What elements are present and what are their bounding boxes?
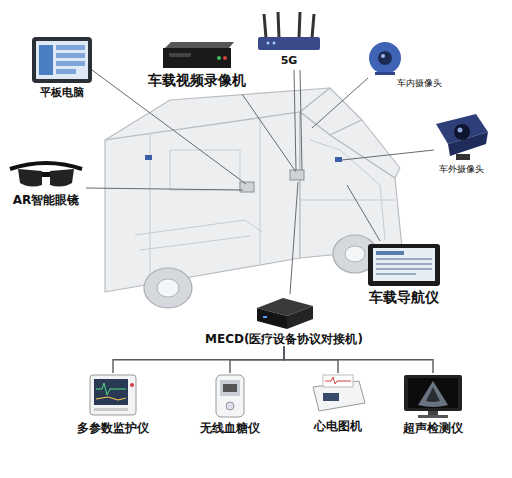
device-icon: [214, 373, 246, 419]
device-node: 5G: [256, 12, 322, 67]
device-node: 车外摄像头: [432, 110, 490, 175]
device-node: 车内摄像头: [363, 38, 442, 89]
device-node: MECD(医疗设备协议对接机): [205, 296, 363, 346]
tree-connector: [113, 346, 284, 373]
tree-connector: [230, 346, 284, 373]
device-label: 心电图机: [314, 419, 362, 433]
device-icon: [253, 296, 315, 330]
device-icon: [31, 36, 93, 84]
device-icon: [400, 373, 466, 419]
device-label: 多参数监护仪: [77, 421, 149, 435]
device-label: 车内摄像头: [363, 78, 442, 89]
device-label: 5G: [281, 54, 298, 67]
device-label: AR智能眼镜: [13, 193, 80, 207]
device-node: 超声检测仪: [400, 373, 466, 435]
device-label: 无线血糖仪: [200, 421, 260, 435]
device-icon: [367, 243, 441, 287]
device-node: 平板电脑: [31, 36, 93, 99]
device-node: 无线血糖仪: [200, 373, 260, 435]
tree-connector: [284, 346, 433, 373]
device-icon: [8, 155, 84, 191]
device-label: 车载视频录像机: [148, 72, 246, 89]
device-label: 超声检测仪: [403, 421, 463, 435]
device-icon: [309, 373, 367, 417]
device-icon: [159, 40, 235, 70]
device-label: MECD(医疗设备协议对接机): [205, 332, 363, 346]
device-node: 车载导航仪: [367, 243, 441, 306]
device-node: 车载视频录像机: [148, 40, 246, 89]
device-label: 平板电脑: [40, 86, 84, 99]
device-label: 车外摄像头: [439, 164, 484, 175]
leader-lines: [86, 70, 434, 294]
device-icon: [363, 38, 407, 76]
device-label: 车载导航仪: [369, 289, 439, 306]
device-icon: [88, 373, 138, 419]
device-node: 心电图机: [309, 373, 367, 433]
device-node: 多参数监护仪: [77, 373, 149, 435]
device-icon: [256, 12, 322, 52]
device-node: AR智能眼镜: [8, 155, 84, 207]
device-icon: [432, 110, 490, 162]
